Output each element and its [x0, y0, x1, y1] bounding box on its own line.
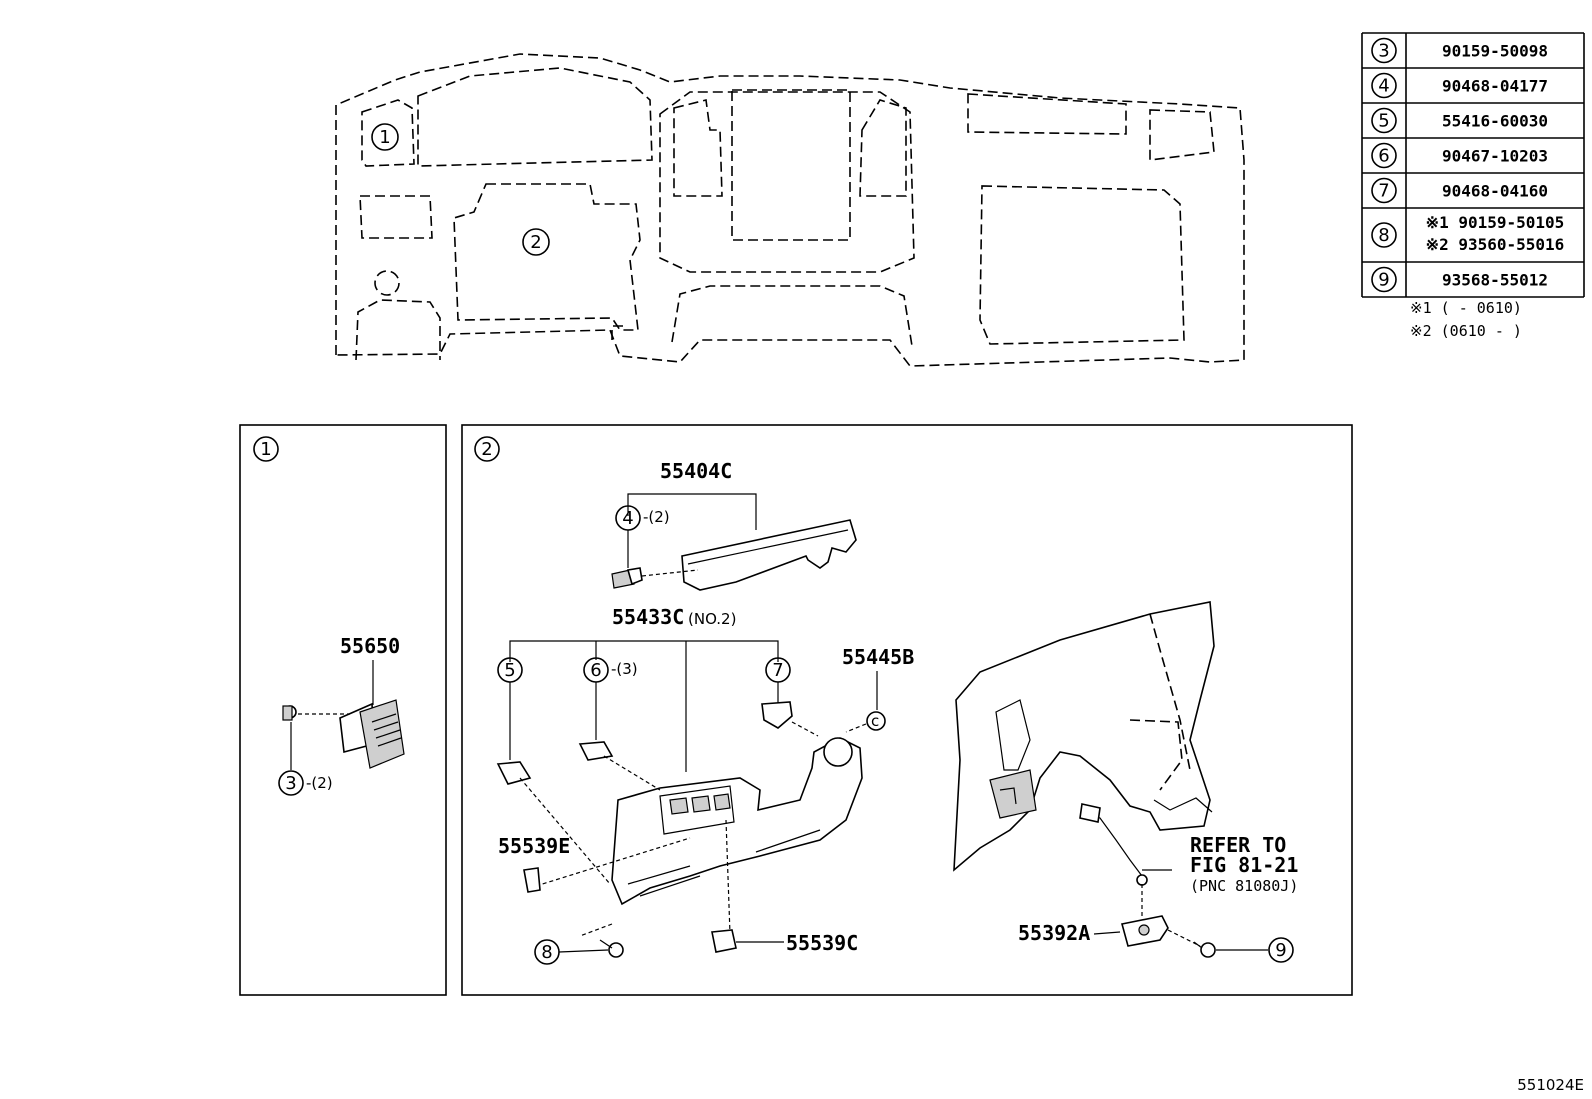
callout-5: 5	[497, 657, 523, 683]
part-55433C-label: 55433C	[612, 605, 684, 629]
svg-text:7: 7	[772, 660, 783, 681]
table-part-number: 90468-04160	[1442, 182, 1548, 201]
note-2: ※2 (0610 - )	[1410, 322, 1522, 340]
table-ref-circle	[1371, 142, 1397, 169]
table-ref-circle	[1371, 177, 1397, 204]
screw-8-part	[599, 939, 624, 958]
lower-finish-panel-part	[611, 737, 863, 906]
callout-3: 3	[278, 770, 304, 796]
callout-4: 4	[615, 505, 641, 531]
table-ref-circle	[1371, 266, 1397, 293]
table-ref-number: 5	[1378, 111, 1389, 132]
parts-table-row: 3 90159-50098	[1362, 32, 1584, 64]
clip-7-part	[761, 701, 793, 729]
table-part-number: ※2 93560-55016	[1426, 235, 1565, 254]
qty-6: -(3)	[611, 660, 638, 678]
clip-5-part	[496, 761, 532, 785]
parts-table-row: 4 90468-04177	[1362, 67, 1584, 99]
screw-9-part	[1193, 941, 1216, 958]
clip-55539E-part	[523, 867, 541, 893]
table-ref-circle	[1371, 107, 1397, 134]
parts-table-row: 8 ※1 90159-50105 ※2 93560-55016	[1362, 207, 1584, 254]
svg-text:1: 1	[260, 439, 271, 460]
refer-line-3: (PNC 81080J)	[1190, 877, 1298, 895]
callout-6: 6	[583, 657, 609, 683]
dashboard-subview	[953, 601, 1215, 872]
parts-table-row: 9 93568-55012	[1362, 261, 1584, 293]
svg-text:6: 6	[590, 660, 601, 681]
refer-line-1: REFER TO	[1190, 833, 1286, 857]
table-part-number: 90159-50098	[1442, 42, 1548, 61]
bracket-55392A-part	[1121, 915, 1169, 947]
part-55433C-suffix: (NO.2)	[688, 610, 736, 628]
table-ref-circle	[1371, 37, 1397, 64]
parts-table-row: 6 90467-10203	[1362, 137, 1584, 169]
parts-table-row: 5 55416-60030	[1362, 102, 1584, 134]
table-ref-number: 6	[1378, 146, 1389, 167]
leader-55433C	[509, 640, 779, 662]
svg-text:8: 8	[541, 942, 552, 963]
wire-harness-part	[1079, 803, 1148, 886]
upper-cover-part	[681, 519, 857, 591]
table-part-number: ※1 90159-50105	[1426, 213, 1565, 232]
callout-9: 9	[1268, 937, 1294, 963]
clip-6-part	[578, 741, 614, 761]
table-ref-number: 7	[1378, 181, 1389, 202]
qty-4: -(2)	[643, 508, 670, 526]
vent-register-part	[339, 699, 405, 769]
callout-7: 7	[765, 657, 791, 683]
table-part-number: 93568-55012	[1442, 271, 1548, 290]
panel-1-frame	[239, 424, 447, 996]
figure-id: 551024E	[1517, 1076, 1584, 1094]
part-55539E-label: 55539E	[498, 834, 570, 858]
note-1: ※1 ( - 0610)	[1410, 299, 1522, 317]
svg-text:5: 5	[504, 660, 515, 681]
svg-text:3: 3	[285, 773, 296, 794]
svg-text:1: 1	[379, 127, 390, 148]
part-55650-label: 55650	[340, 634, 400, 658]
table-ref-circle	[1371, 222, 1397, 248]
part-55392A-label: 55392A	[1018, 921, 1090, 945]
svg-text:2: 2	[481, 439, 492, 460]
refer-line-2: FIG 81-21	[1190, 853, 1298, 877]
table-part-number: 55416-60030	[1442, 112, 1548, 131]
parts-table-row: 7 90468-04160	[1362, 172, 1584, 204]
part-55445B-label: 55445B	[842, 645, 914, 669]
clip-4-part	[611, 567, 643, 589]
table-part-number: 90468-04177	[1442, 77, 1548, 96]
dashboard-overview	[335, 53, 1245, 367]
nut-55445B-part: c	[866, 711, 886, 731]
part-55539C-label: 55539C	[786, 931, 858, 955]
clip-55539C-part	[711, 929, 737, 953]
callout-8: 8	[534, 939, 560, 965]
panel-1-label: 1	[253, 436, 279, 462]
part-55404C-label: 55404C	[660, 459, 732, 483]
table-ref-number: 4	[1378, 76, 1389, 97]
table-ref-circle	[1371, 72, 1397, 99]
parts-table: 3 90159-50098 4 90468-04177 5 55416-60030 6 904…	[1361, 32, 1585, 298]
leader-55404C	[627, 493, 757, 530]
table-part-number: 90467-10203	[1442, 147, 1548, 166]
svg-text:4: 4	[622, 508, 633, 529]
table-ref-number: 9	[1378, 270, 1389, 291]
table-ref-number: 3	[1378, 41, 1389, 62]
clip-3-part	[282, 705, 297, 721]
qty-3: -(2)	[306, 774, 333, 792]
svg-text:9: 9	[1275, 940, 1286, 961]
svg-text:c: c	[871, 712, 879, 730]
overview-callout-2: 2	[522, 228, 550, 256]
overview-callout-1: 1	[371, 123, 399, 151]
svg-text:2: 2	[530, 232, 541, 253]
table-ref-number: 8	[1378, 225, 1389, 246]
panel-2-label: 2	[474, 436, 500, 462]
panel-2-frame	[461, 424, 1353, 996]
